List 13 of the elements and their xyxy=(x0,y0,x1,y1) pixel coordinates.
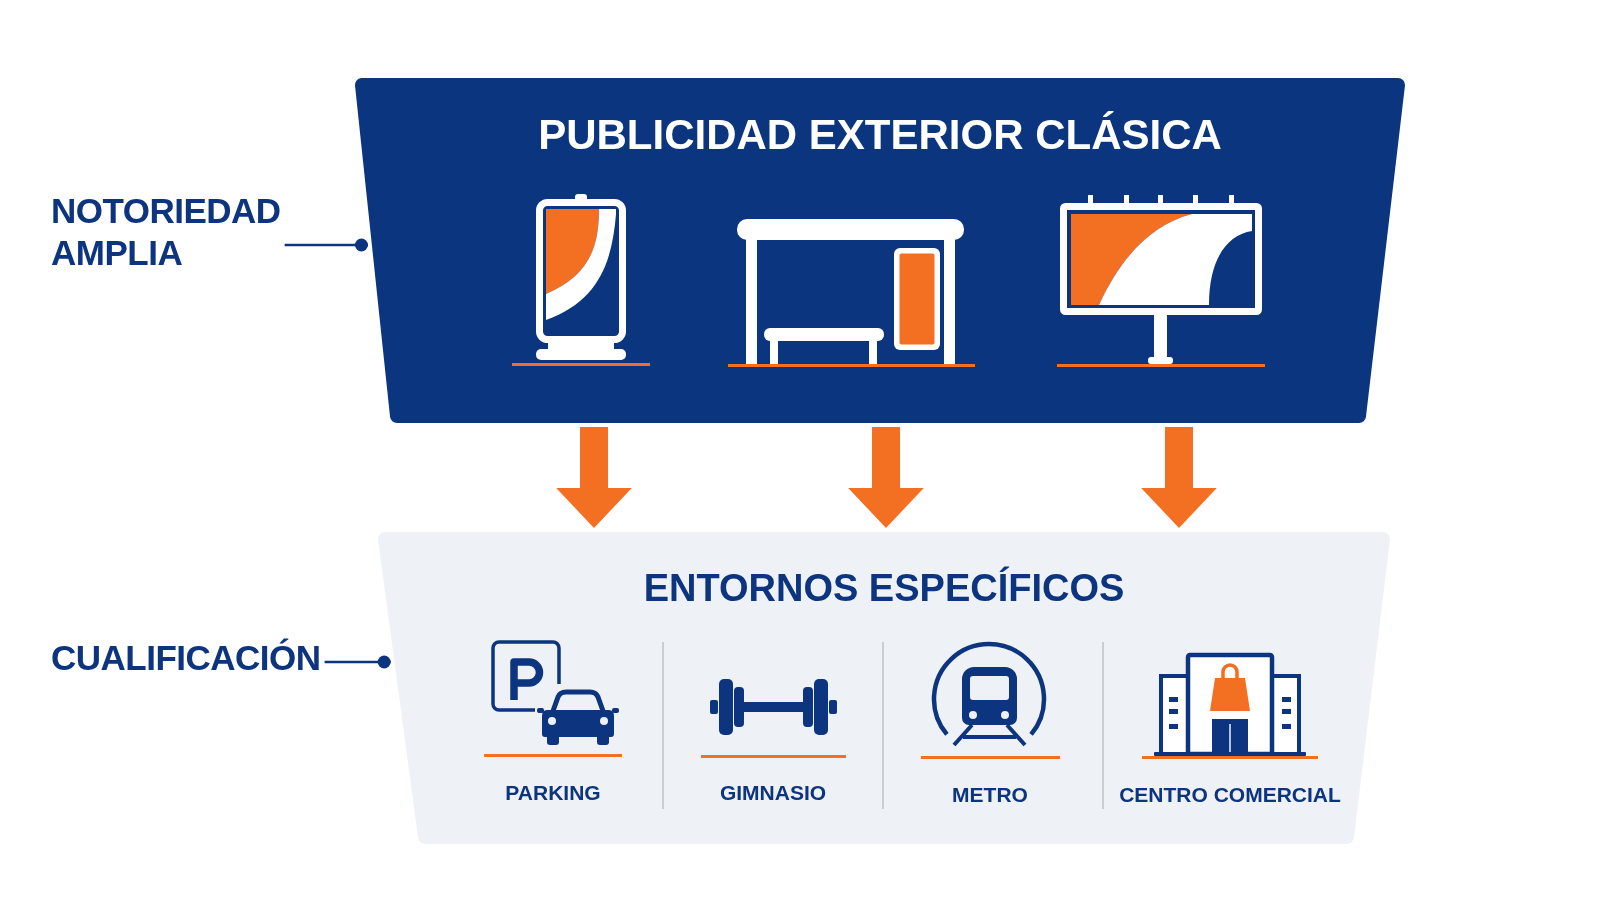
category-label: CENTRO COMERCIAL xyxy=(1119,782,1341,807)
arrow xyxy=(848,427,924,528)
leader-line xyxy=(284,238,368,252)
arrow xyxy=(1141,427,1217,528)
side-label: NOTORIEDAD AMPLIA xyxy=(51,190,281,274)
category-label: GIMNASIO xyxy=(719,780,827,805)
panel-heading: ENTORNOS ESPECÍFICOS xyxy=(643,566,1125,611)
panel-heading: PUBLICIDAD EXTERIOR CLÁSICA xyxy=(538,110,1222,160)
arrow xyxy=(556,427,632,528)
leader-line xyxy=(324,655,391,669)
side-label: CUALIFICACIÓN xyxy=(51,637,321,679)
category-label: PARKING xyxy=(505,780,601,805)
category-label: METRO xyxy=(952,782,1028,807)
